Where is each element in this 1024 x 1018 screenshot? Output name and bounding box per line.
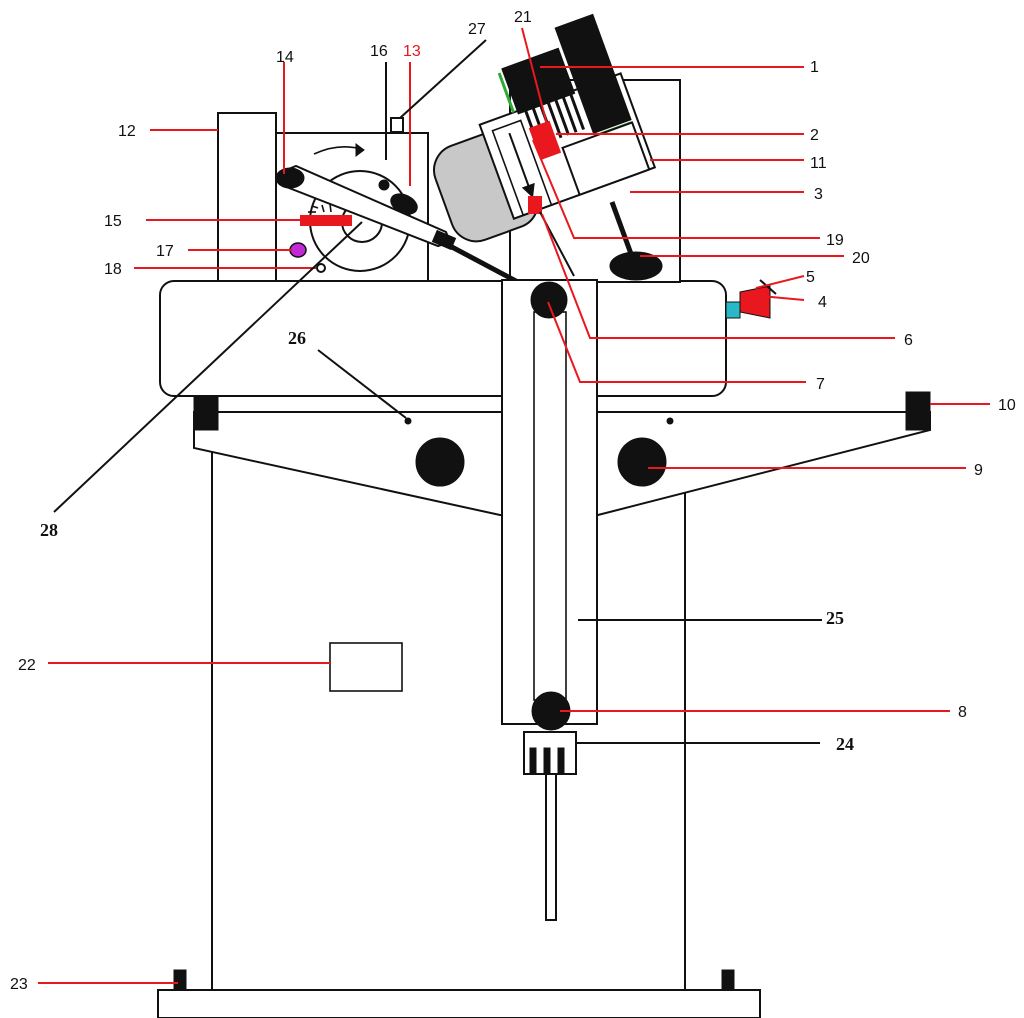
back-tower (217, 112, 277, 289)
dial-graduations (308, 203, 332, 213)
label-18: 18 (104, 261, 122, 278)
foot-right (721, 969, 735, 991)
label-11: 11 (810, 155, 827, 172)
label-9: 9 (974, 462, 983, 479)
label-8: 8 (958, 704, 967, 721)
table-knob-right (617, 437, 667, 487)
hole-left (404, 417, 412, 425)
label-2: 2 (810, 127, 819, 144)
label-12: 12 (118, 123, 136, 140)
pivot-pin (378, 179, 390, 191)
foot-left (173, 969, 187, 991)
labels: 1 2 3 4 5 6 7 8 9 10 11 12 13 14 15 16 1… (10, 9, 1016, 993)
side-knob (739, 285, 771, 319)
label-23: 23 (10, 976, 28, 993)
label-17: 17 (156, 243, 174, 260)
lever-collar (431, 229, 457, 251)
label-27: 27 (468, 21, 486, 38)
label-20: 20 (852, 250, 870, 267)
clamp-teeth (529, 747, 565, 775)
label-25: 25 (826, 608, 844, 628)
handle-grip (275, 167, 305, 189)
label-24: 24 (836, 734, 854, 754)
side-knob-pin (759, 279, 777, 295)
label-4: 4 (818, 294, 827, 311)
red-collar (528, 196, 542, 214)
label-26: 26 (288, 328, 306, 348)
motor-frame (561, 121, 651, 197)
support-rod (545, 769, 557, 921)
label-7: 7 (816, 376, 825, 393)
label-14: 14 (276, 49, 294, 66)
column (501, 279, 598, 725)
base-plate (157, 989, 761, 1018)
label-10: 10 (998, 397, 1016, 414)
lever-clamp (390, 193, 418, 215)
label-13: 13 (403, 43, 421, 60)
green-strip-top (497, 72, 515, 113)
label-1: 1 (810, 59, 819, 76)
label-16: 16 (370, 43, 388, 60)
table-knob-left (415, 437, 465, 487)
label-5: 5 (806, 269, 815, 286)
table-end-knob-left (193, 391, 219, 431)
magenta-knob (289, 242, 307, 258)
slide-arrow (521, 182, 535, 199)
label-15: 15 (104, 213, 122, 230)
label-3: 3 (814, 186, 823, 203)
label-6: 6 (904, 332, 913, 349)
hole-right (666, 417, 674, 425)
rotation-arrow-head (355, 143, 365, 157)
label-22: 22 (18, 657, 36, 674)
column-top-knob (530, 281, 568, 319)
panel-square (390, 117, 404, 133)
label-21: 21 (514, 9, 532, 26)
side-knob-stem (725, 301, 741, 319)
nameplate (329, 642, 403, 692)
label-28: 28 (40, 520, 58, 540)
label-19: 19 (826, 232, 844, 249)
leader-lines (38, 27, 990, 984)
table-end-knob-right (905, 391, 931, 431)
cooling-fins (501, 13, 632, 147)
cabinet-body (211, 439, 686, 991)
small-screw (316, 263, 326, 273)
motor-mount (609, 251, 663, 281)
